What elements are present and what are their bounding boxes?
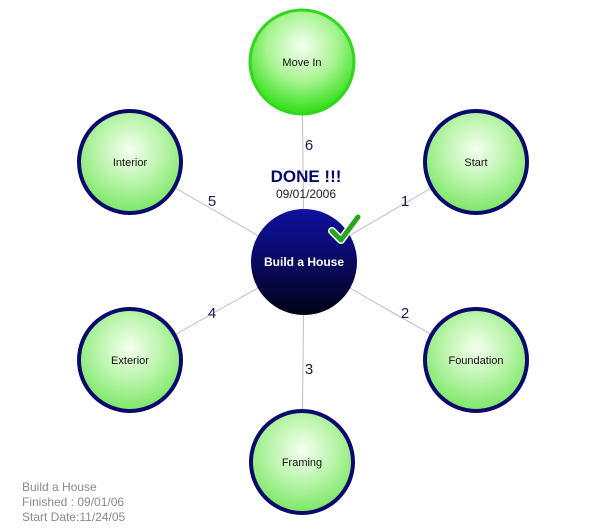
node-foundation[interactable]: Foundation: [423, 307, 529, 413]
step-number-exterior: 4: [208, 305, 216, 322]
node-framing[interactable]: Framing: [249, 409, 355, 515]
node-exterior[interactable]: Exterior: [77, 307, 183, 413]
node-interior[interactable]: Interior: [77, 109, 183, 215]
center-node[interactable]: Build a House: [251, 209, 357, 315]
node-label-exterior: Exterior: [111, 355, 149, 367]
finished-date: Finished : 09/01/06: [22, 495, 125, 509]
node-label-start: Start: [464, 157, 487, 169]
center-node-label: Build a House: [264, 255, 344, 269]
step-number-move-in: 6: [305, 137, 313, 154]
start-date: Start Date:11/24/05: [22, 510, 126, 524]
node-label-move-in: Move In: [282, 57, 321, 69]
step-number-start: 1: [401, 193, 409, 210]
completion-date: 09/01/2006: [276, 187, 336, 201]
step-number-foundation: 2: [401, 305, 409, 322]
step-number-framing: 3: [305, 361, 313, 378]
project-title: Build a House: [22, 480, 97, 494]
node-label-interior: Interior: [113, 157, 148, 169]
step-numbers: 1 2 3 4 5 6: [208, 137, 409, 378]
project-info: Build a House Finished : 09/01/06 Start …: [22, 480, 125, 525]
step-number-interior: 5: [208, 193, 216, 210]
node-label-framing: Framing: [282, 457, 322, 469]
node-move-in[interactable]: Move In: [248, 8, 356, 116]
checkmark-icon: [328, 213, 362, 244]
node-start[interactable]: Start: [423, 109, 529, 215]
status-text: DONE !!!: [271, 167, 342, 186]
node-label-foundation: Foundation: [448, 355, 503, 367]
